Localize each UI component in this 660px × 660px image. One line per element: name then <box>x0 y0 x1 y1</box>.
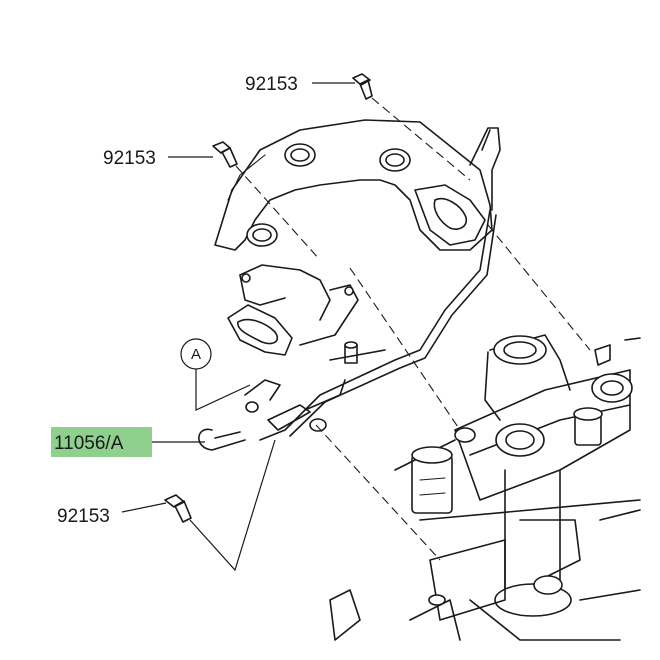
bolt-top-part <box>352 73 373 100</box>
bolt-left-upper-part <box>212 141 238 168</box>
callout-bolt-top: 92153 <box>245 74 355 95</box>
reference-marker-letter: A <box>191 346 201 363</box>
reference-marker-a: A <box>180 338 251 411</box>
callout-bolt-lower: 92153 <box>57 502 167 527</box>
callout-bracket: 11056/A <box>51 427 205 457</box>
callout-bolt-left-upper: 92153 <box>103 148 213 169</box>
frame-steering-head <box>329 334 641 641</box>
bolt-lower-part <box>164 494 192 523</box>
callout-bolt-lower-label: 92153 <box>57 506 110 527</box>
callout-bracket-highlight <box>51 427 152 457</box>
callout-bracket-label: 11056/A <box>54 433 124 454</box>
assembly-guide-lines <box>189 97 591 572</box>
headlight-bracket <box>198 119 501 451</box>
callout-bolt-left-upper-label: 92153 <box>103 148 156 169</box>
callout-bolt-top-label: 92153 <box>245 74 298 95</box>
